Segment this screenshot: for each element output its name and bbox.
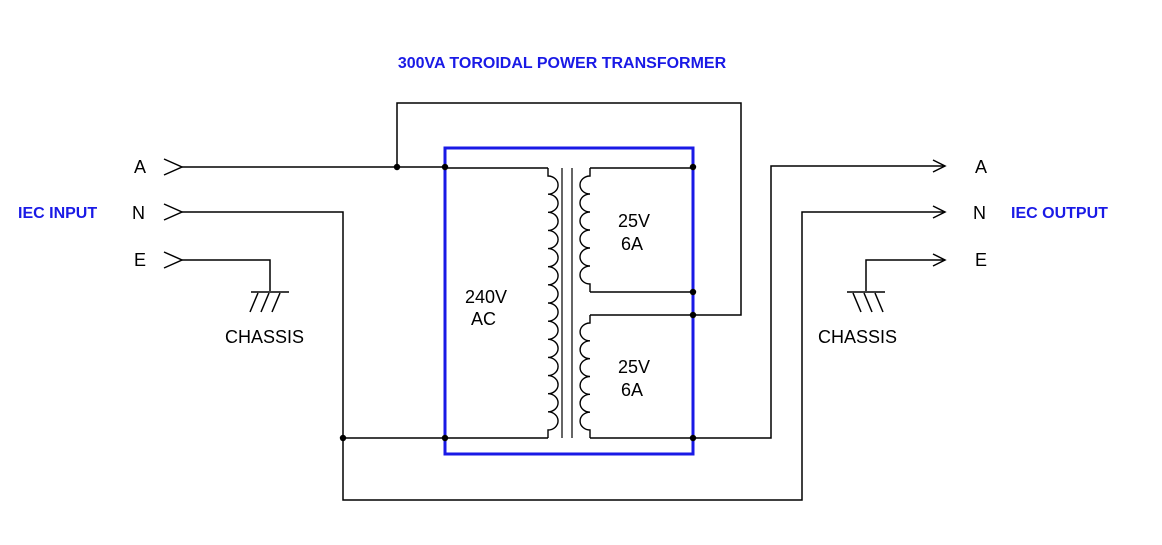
output-chassis-label: CHASSIS xyxy=(818,327,897,347)
junction-dot xyxy=(689,163,697,171)
output-pin-n-label: N xyxy=(973,203,986,223)
junction-dot xyxy=(339,434,347,442)
iec-output-label: IEC OUTPUT xyxy=(1011,205,1108,222)
secondary-winding-top xyxy=(579,168,591,292)
iec-input-label: IEC INPUT xyxy=(18,205,97,222)
junction-dot xyxy=(689,434,697,442)
junction-dot xyxy=(689,311,697,319)
input-n-wire xyxy=(182,211,445,439)
output-arrow-icon xyxy=(932,159,947,267)
secondary-top-current-label: 6A xyxy=(621,234,643,254)
diagram-title: 300VA TOROIDAL POWER TRANSFORMER xyxy=(398,55,727,72)
input-pin-n-label: N xyxy=(132,203,145,223)
junction-dot xyxy=(689,288,697,296)
output-a-wire xyxy=(693,165,945,439)
neutral-return-wire xyxy=(342,211,945,501)
junction-dot xyxy=(393,163,401,171)
primary-winding xyxy=(547,168,559,438)
output-e-wire xyxy=(865,259,945,291)
secondary-bottom-current-label: 6A xyxy=(621,380,643,400)
input-e-wire xyxy=(182,259,271,291)
primary-voltage-label: 240V xyxy=(465,287,507,307)
output-pin-e-label: E xyxy=(975,250,987,270)
junction-dot xyxy=(441,434,449,442)
chassis-ground-icon xyxy=(249,291,289,313)
input-connector-icon xyxy=(163,158,184,269)
output-pin-a-label: A xyxy=(975,157,987,177)
input-pin-e-label: E xyxy=(134,250,146,270)
secondary-bottom-voltage-label: 25V xyxy=(618,357,650,377)
chassis-ground-icon xyxy=(847,291,885,313)
primary-type-label: AC xyxy=(471,309,496,329)
input-chassis-label: CHASSIS xyxy=(225,327,304,347)
active-loop-wire xyxy=(396,102,742,316)
secondary-winding-bottom xyxy=(579,315,591,438)
junction-dot xyxy=(441,163,449,171)
input-pin-a-label: A xyxy=(134,157,146,177)
transformer-enclosure xyxy=(443,146,695,456)
secondary-top-voltage-label: 25V xyxy=(618,211,650,231)
